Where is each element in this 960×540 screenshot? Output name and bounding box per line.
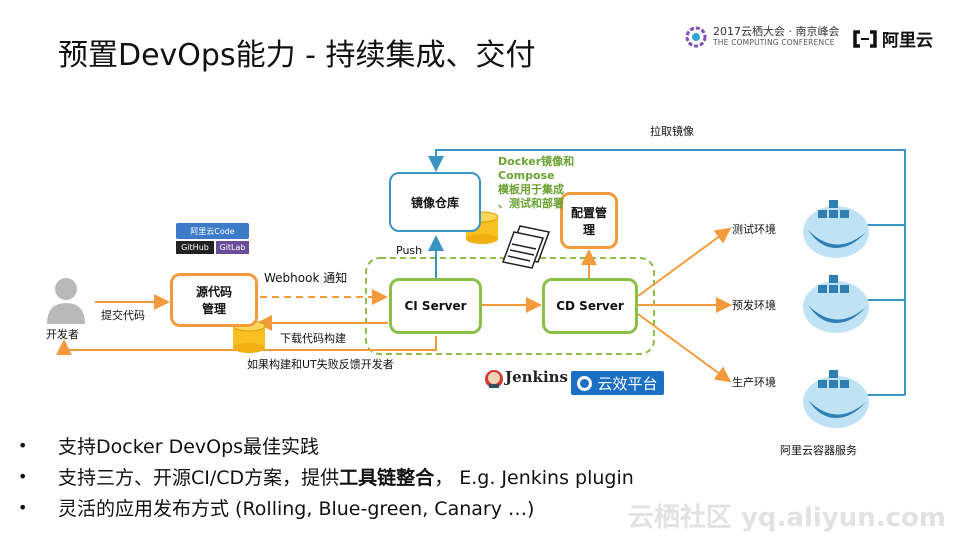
docker-compose-note: Docker镜像和 Compose 模板用于集成 、测试和部署 (498, 155, 574, 211)
staging-env-label: 预发环境 (732, 299, 776, 312)
yunxiao-logo: 云效平台 (571, 371, 664, 395)
aliyun-bracket-icon (853, 29, 877, 48)
docker-note-line: Compose (498, 169, 555, 182)
cd-server-label: CD Server (556, 299, 624, 313)
conference-name: 2017云栖大会 · 南京峰会 (713, 25, 840, 38)
conference-logo: 2017云栖大会 · 南京峰会 THE COMPUTING CONFERENCE (685, 26, 839, 48)
docker-note-line: 、测试和部署 (498, 197, 564, 210)
arrow-pull-image (428, 149, 906, 395)
docker-whale-icon-staging (803, 275, 869, 333)
yunxiao-ring-icon (577, 375, 593, 391)
conference-emblem-icon (685, 26, 707, 48)
docker-note-line: Docker镜像和 (498, 155, 575, 168)
developer-label: 开发者 (46, 328, 79, 341)
aliyun-logo: 阿里云 (852, 26, 933, 51)
developer-person-icon (47, 278, 85, 324)
bullet-item: • 支持三方、开源CI/CD方案，提供工具链整合， E.g. Jenkins pl… (18, 461, 634, 492)
source-repo-label: 源代码管理 (195, 285, 232, 316)
prod-env-label: 生产环境 (732, 376, 776, 389)
bullet-dot: • (18, 467, 28, 486)
webhook-label: Webhook 通知 (264, 271, 348, 285)
docker-whale-icon-test (803, 200, 869, 258)
bullet-text: 灵活的应用发布方式 (Rolling, Blue-green, Canary …… (58, 498, 535, 520)
docker-whale-icon-prod (803, 370, 869, 428)
ci-server-label: CI Server (404, 299, 467, 313)
download-build-label: 下载代码构建 (280, 332, 346, 345)
cd-server-box: CD Server (542, 278, 638, 334)
config-mgmt-box: 配置管理 (560, 192, 618, 249)
test-env-label: 测试环境 (732, 223, 776, 236)
config-mgmt-label: 配置管理 (570, 205, 607, 237)
bullet-text: ， E.g. Jenkins plugin (434, 467, 634, 489)
watermark: 云栖社区 yq.aliyun.com (627, 503, 946, 533)
repo-database-icon (232, 320, 266, 353)
bullet-emphasis: 工具链整合 (339, 467, 435, 489)
bullet-dot: • (18, 498, 28, 517)
bullet-item: • 灵活的应用发布方式 (Rolling, Blue-green, Canary … (18, 492, 634, 523)
container-service-label: 阿里云容器服务 (780, 444, 857, 457)
bullet-item: • 支持Docker DevOps最佳实践 (18, 430, 634, 461)
pull-image-label: 拉取镜像 (650, 125, 694, 138)
page-title: 预置DevOps能力 - 持续集成、交付 (58, 38, 536, 73)
bullet-text: 支持Docker DevOps最佳实践 (58, 436, 320, 458)
feature-bullets: • 支持Docker DevOps最佳实践 • 支持三方、开源CI/CD方案，提供工… (18, 430, 634, 523)
yunxiao-logo-text: 云效平台 (597, 374, 658, 393)
jenkins-logo: Jenkins (483, 368, 568, 386)
image-registry-label: 镜像仓库 (410, 195, 459, 210)
gitlab-badge: GitLab (216, 241, 249, 254)
push-label: Push (396, 244, 423, 257)
jenkins-logo-text: Jenkins (505, 368, 568, 386)
ci-server-box: CI Server (389, 278, 482, 334)
aliyun-code-badge: 阿里云Code (176, 223, 249, 239)
arrow-to-prod-env (637, 313, 732, 383)
jenkins-butler-icon (485, 370, 503, 388)
arrow-to-test-env (637, 227, 732, 297)
bullet-dot: • (18, 436, 28, 455)
documents-icon (501, 225, 551, 269)
bullet-text: 支持三方、开源CI/CD方案，提供 (58, 467, 340, 489)
github-badge: GitHub (176, 241, 214, 254)
source-repo-box: 源代码管理 (170, 273, 258, 327)
conference-subtitle: THE COMPUTING CONFERENCE (713, 38, 835, 47)
image-registry-box: 镜像仓库 (389, 172, 481, 232)
aliyun-logo-text: 阿里云 (882, 31, 933, 51)
docker-note-line: 模板用于集成 (498, 183, 564, 196)
submit-code-label: 提交代码 (101, 309, 145, 322)
feedback-label: 如果构建和UT失败反馈开发者 (247, 358, 394, 371)
